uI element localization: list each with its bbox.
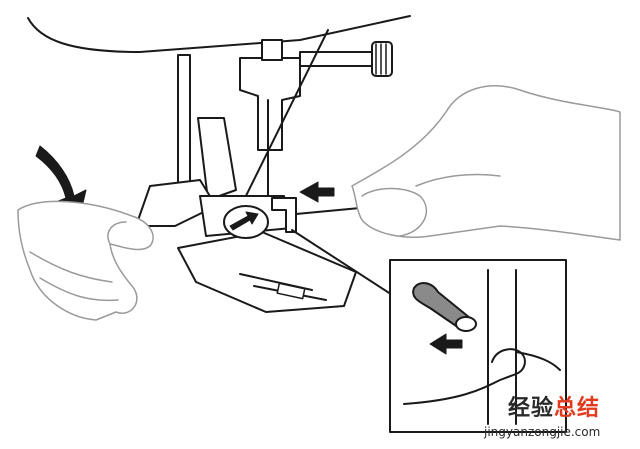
hook-eye <box>455 316 477 332</box>
inset-thread-loop <box>403 348 526 405</box>
right-hand-outline <box>351 85 621 241</box>
watermark-title: 经验总结 <box>508 397 600 421</box>
machine-head-outline <box>27 15 411 53</box>
presser-foot <box>177 231 357 313</box>
watermark-url: jingyanzongjie.com <box>484 425 601 439</box>
upper-thread <box>237 29 329 213</box>
watermark-text-dark: 经验 <box>508 396 555 421</box>
presser-bar <box>177 54 191 186</box>
watermark-text-red: 总结 <box>554 396 601 421</box>
needle-clamp <box>239 57 301 151</box>
left-hand-outline <box>17 200 154 321</box>
thread-guide <box>271 197 297 233</box>
clamp-screw-knob <box>371 41 393 77</box>
threader-block <box>197 117 237 201</box>
inset-left-arrow-icon <box>429 333 463 355</box>
thread-to-hand <box>295 207 361 215</box>
thread-diagonal <box>291 229 401 301</box>
left-arrow-icon <box>299 181 335 203</box>
upper-bar <box>261 39 283 61</box>
gear-arrow-icon <box>229 211 259 231</box>
